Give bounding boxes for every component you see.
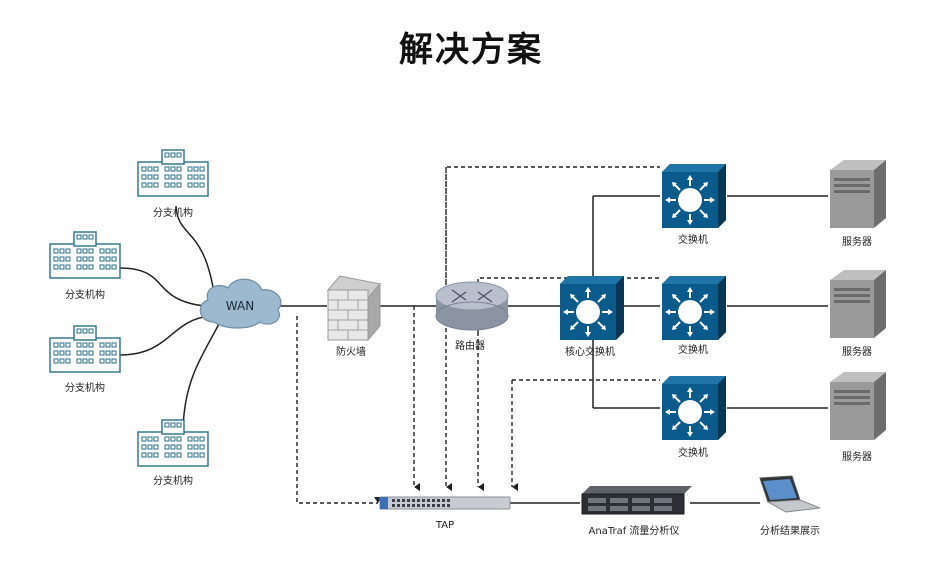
server-label: 服务器 xyxy=(842,235,872,248)
branch-label: 分支机构 xyxy=(153,474,193,487)
laptop-icon xyxy=(759,475,821,513)
rack-server-icon xyxy=(581,486,692,515)
branch-label: 分支机构 xyxy=(65,381,105,394)
branch-label: 分支机构 xyxy=(153,206,193,219)
page-title: 解决方案 xyxy=(399,30,543,70)
network-switch-icon xyxy=(661,275,727,341)
firewall-label: 防火墙 xyxy=(336,345,366,358)
office-building-icon xyxy=(137,149,209,197)
switch-label: 交换机 xyxy=(678,233,708,246)
network-switch-icon xyxy=(661,163,727,229)
office-building-icon xyxy=(137,419,209,467)
server-label: 服务器 xyxy=(842,450,872,463)
switch-label: 交换机 xyxy=(678,446,708,459)
router-icon xyxy=(435,281,509,331)
tap-label: TAP xyxy=(435,520,454,531)
network-tap-icon xyxy=(379,496,511,510)
core-switch-label: 核心交换机 xyxy=(565,345,615,358)
server-tower-icon xyxy=(830,372,886,440)
anatraf-label: AnaTraf 流量分析仪 xyxy=(589,524,680,537)
office-building-icon xyxy=(49,325,121,373)
wan-label: WAN xyxy=(226,299,254,313)
network-switch-icon xyxy=(661,375,727,441)
brick-firewall-icon xyxy=(327,275,381,342)
server-label: 服务器 xyxy=(842,345,872,358)
router-label: 路由器 xyxy=(455,339,485,352)
branch-label: 分支机构 xyxy=(65,288,105,301)
display-label: 分析结果展示 xyxy=(760,524,820,537)
network-switch-icon xyxy=(559,275,625,341)
server-tower-icon xyxy=(830,160,886,228)
switch-label: 交换机 xyxy=(678,343,708,356)
office-building-icon xyxy=(49,231,121,279)
server-tower-icon xyxy=(830,270,886,338)
cloud-icon xyxy=(199,278,282,329)
